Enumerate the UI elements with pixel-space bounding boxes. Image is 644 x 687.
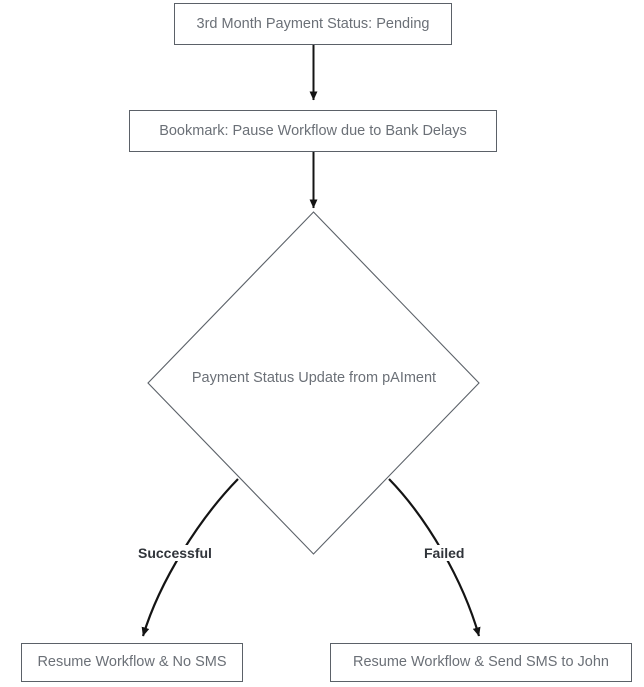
node-resume-no-sms[interactable]: Resume Workflow & No SMS <box>21 643 243 682</box>
node-start-label: 3rd Month Payment Status: Pending <box>196 15 430 32</box>
node-resume-send-sms-label: Resume Workflow & Send SMS to John <box>352 654 609 671</box>
node-start[interactable]: 3rd Month Payment Status: Pending <box>174 3 452 45</box>
edge-label-successful: Successful <box>136 545 214 561</box>
node-bookmark[interactable]: Bookmark: Pause Workflow due to Bank Del… <box>129 110 497 152</box>
decision-diamond-shape[interactable] <box>147 211 480 555</box>
edge-label-failed: Failed <box>422 545 467 561</box>
node-bookmark-label: Bookmark: Pause Workflow due to Bank Del… <box>159 122 467 139</box>
node-resume-no-sms-label: Resume Workflow & No SMS <box>37 654 227 671</box>
node-resume-send-sms[interactable]: Resume Workflow & Send SMS to John <box>330 643 632 682</box>
